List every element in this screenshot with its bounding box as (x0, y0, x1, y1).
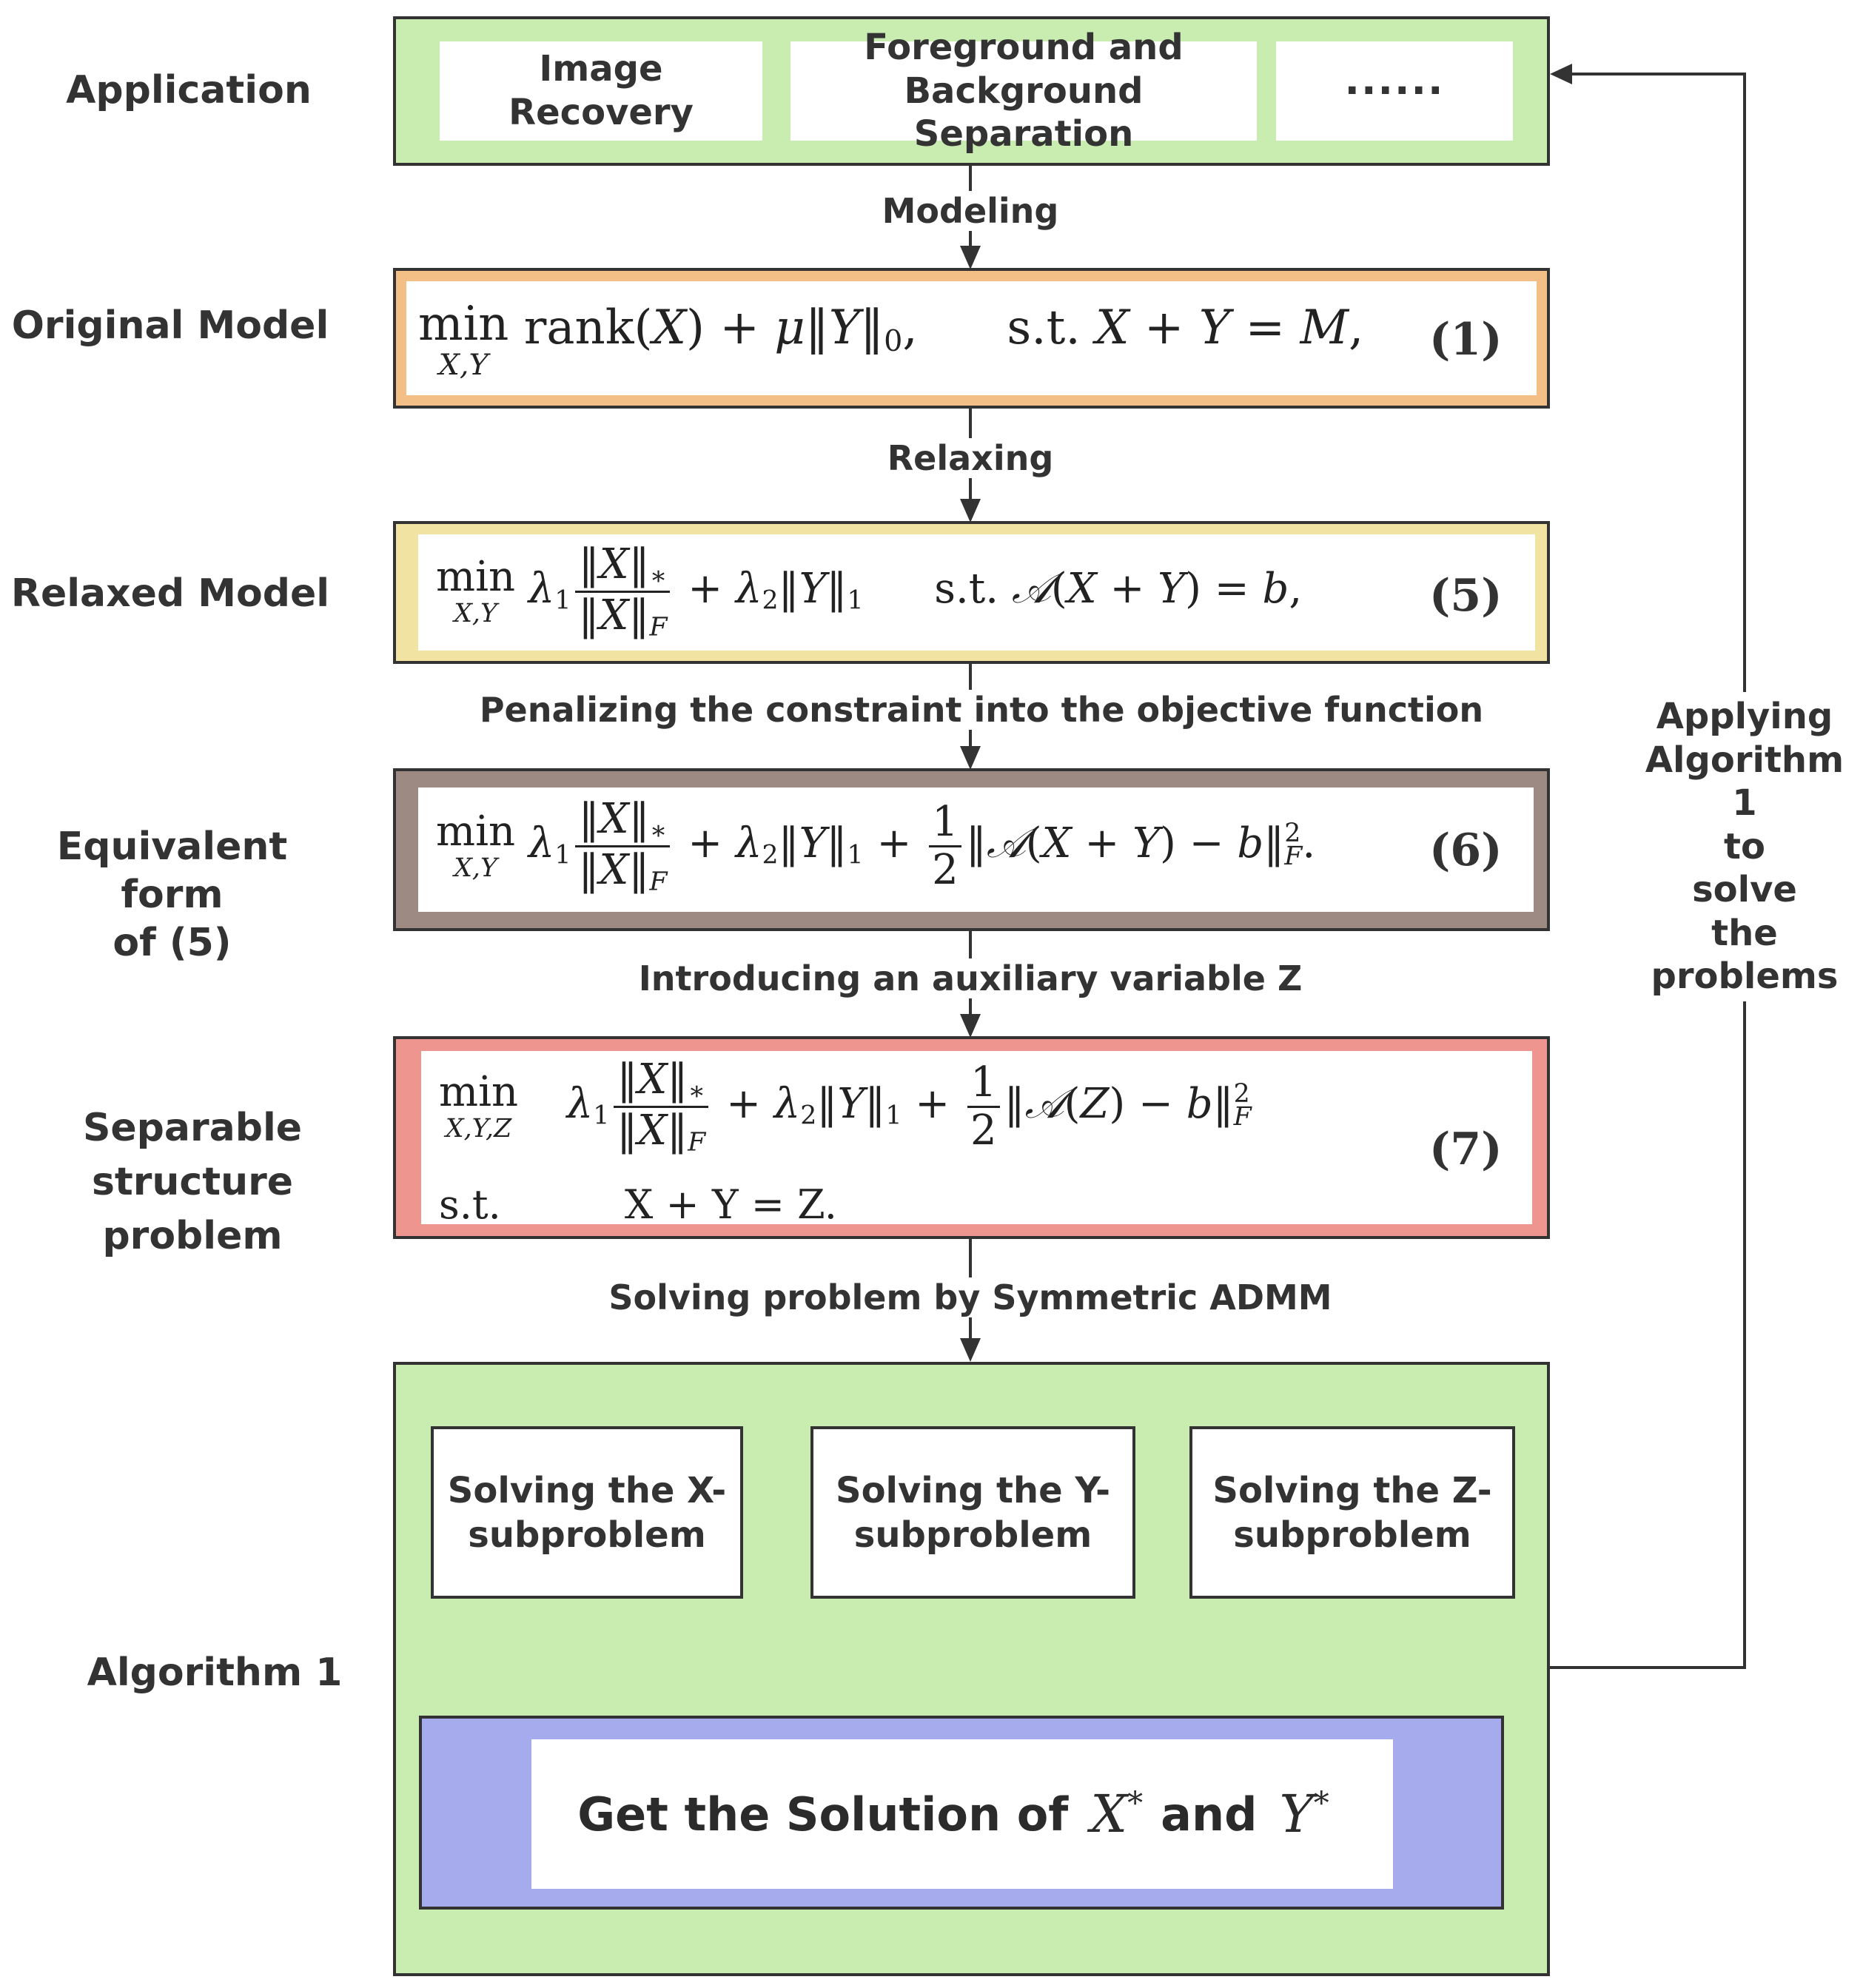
x-subproblem-box: Solving the X-subproblem (431, 1426, 743, 1599)
solution-conj: and (1161, 1787, 1258, 1841)
arrowhead-feedback (1550, 64, 1572, 84)
equation-1-number: (1) (1429, 314, 1503, 366)
feedback-line-6: problems (1651, 956, 1839, 998)
edge-label-penalizing: Penalizing the constraint into the objec… (474, 690, 1488, 730)
edge-label-introducing: Introducing an auxiliary variable Z (634, 958, 1307, 998)
application-fg-bg-separation: Foreground and Background Separation (790, 27, 1257, 155)
row-label-separable-line1: Separable (82, 1106, 303, 1150)
eq7-fraction: ‖X‖∗‖X‖F (614, 1057, 709, 1157)
feedback-line-2: Algorithm 1 (1645, 739, 1844, 825)
eq7-st: s.t. (439, 1181, 501, 1228)
row-label-separable: Separable structure problem (7, 1101, 377, 1263)
row-label-separable-line2: structure problem (91, 1159, 294, 1258)
arrowhead-modeling (960, 246, 981, 269)
row-label-equivalent-form: Equivalent form of (5) (0, 823, 344, 967)
arrowhead-relaxing (960, 499, 981, 523)
eq5-st: s.t. (934, 564, 999, 613)
arrowhead-penalizing (960, 746, 981, 770)
equation-7-number: (7) (1429, 1124, 1503, 1175)
equation-5-number: (5) (1429, 570, 1503, 622)
row-label-equivalent-line1: Equivalent form (56, 825, 288, 917)
row-label-relaxed-model: Relaxed Model (10, 571, 330, 616)
feedback-label: Applying Algorithm 1 to solve the proble… (1640, 692, 1849, 1001)
application-box: Image Recovery Foreground and Background… (393, 16, 1550, 166)
feedback-line-5: the (1711, 912, 1778, 954)
eq6-fraction: ‖X‖∗‖X‖F (575, 796, 671, 896)
equation-7-constraint: s.t. X + Y = Z. (439, 1181, 837, 1228)
feedback-line-1: Applying (1656, 696, 1833, 737)
solution-inner: Get the Solution of X* and Y* (531, 1739, 1393, 1889)
application-image-recovery: Image Recovery (440, 41, 762, 141)
application-more: ······ (1276, 41, 1513, 141)
arrowhead-introducing (960, 1014, 981, 1038)
eq5-fraction: ‖X‖∗‖X‖F (575, 542, 671, 642)
arrowhead-solving (960, 1338, 981, 1362)
eq1-st: s.t. (1007, 300, 1081, 355)
solution-box: Get the Solution of X* and Y* (419, 1716, 1504, 1910)
row-label-application: Application (66, 68, 312, 113)
edge-label-relaxing: Relaxing (882, 438, 1058, 478)
z-subproblem-box: Solving the Z-subproblem (1189, 1426, 1515, 1599)
feedback-line-4: solve (1692, 869, 1797, 911)
row-label-equivalent-line2: of (5) (113, 921, 232, 965)
solution-x-star: X* (1090, 1784, 1144, 1844)
edge-label-modeling: Modeling (877, 191, 1064, 231)
y-subproblem-box: Solving the Y-subproblem (810, 1426, 1135, 1599)
solution-y-star: Y* (1279, 1784, 1329, 1844)
edge-label-solving: Solving problem by Symmetric ADMM (604, 1277, 1337, 1317)
feedback-line-3: to (1724, 825, 1765, 867)
equation-6-number: (6) (1429, 825, 1503, 876)
row-label-algorithm: Algorithm 1 (87, 1650, 343, 1695)
row-label-original-model: Original Model (11, 303, 329, 348)
solution-prefix: Get the Solution of (577, 1787, 1069, 1841)
